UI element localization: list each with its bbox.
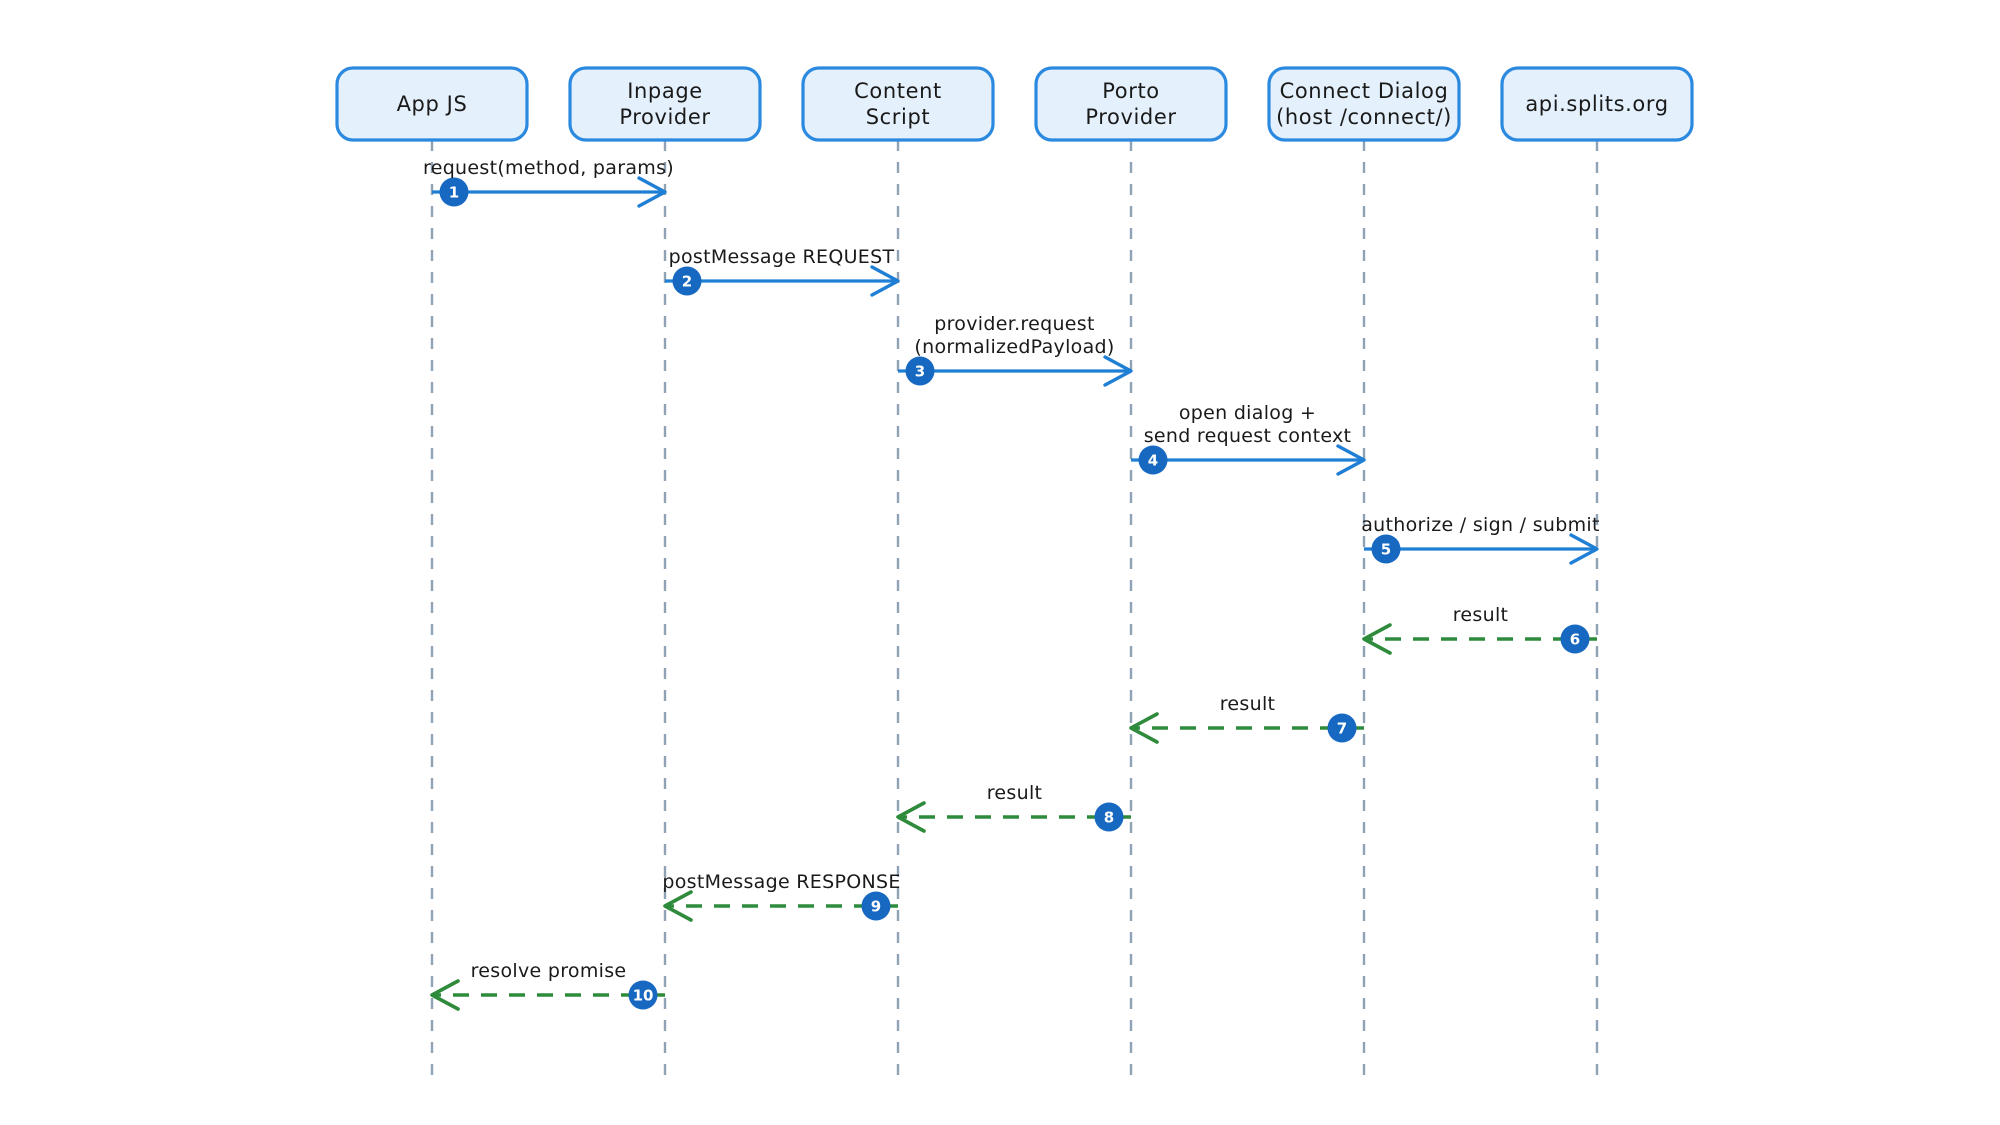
message-badge-number-6: 6	[1570, 631, 1580, 649]
message-badge-number-2: 2	[682, 273, 692, 291]
message-badge-8	[1094, 802, 1124, 832]
message-4[interactable]: 4 open dialog +send request context	[1131, 402, 1366, 476]
arrowhead-9	[663, 890, 693, 922]
message-badge-number-10: 10	[633, 987, 654, 1005]
participant-label-api: api.splits.org	[1525, 92, 1668, 116]
arrowhead-8	[896, 801, 926, 833]
message-2[interactable]: 2 postMessage REQUEST	[665, 246, 900, 297]
participant-box-dialog	[1267, 66, 1461, 142]
participant-label-content: Script	[866, 105, 931, 129]
arrowhead-5	[1569, 533, 1599, 565]
arrowhead-2	[870, 265, 900, 297]
participants-layer: App JSInpageProviderContentScriptPortoPr…	[335, 66, 1694, 142]
participant-box-content	[801, 66, 995, 142]
message-badge-number-7: 7	[1337, 720, 1347, 738]
participant-box-api	[1500, 66, 1694, 142]
arrowhead-3	[1103, 355, 1133, 387]
message-badge-9	[861, 891, 891, 921]
message-badge-number-5: 5	[1381, 541, 1391, 559]
participant-label-porto: Provider	[1085, 105, 1176, 129]
message-9[interactable]: 9 postMessage RESPONSE	[662, 871, 900, 922]
message-badge-2	[672, 266, 702, 296]
message-label-7: result	[1220, 693, 1276, 715]
arrowhead-10	[430, 979, 460, 1011]
participant-label-porto: Porto	[1102, 79, 1159, 103]
participant-dialog[interactable]: Connect Dialog(host /connect/)	[1267, 66, 1461, 142]
message-label-8: result	[987, 782, 1043, 804]
message-label-2: postMessage REQUEST	[669, 246, 895, 268]
message-badge-1	[439, 177, 469, 207]
message-5[interactable]: 5 authorize / sign / submit	[1361, 514, 1600, 565]
message-badge-number-4: 4	[1148, 452, 1158, 470]
message-badge-number-1: 1	[449, 184, 459, 202]
participant-box-inpage	[568, 66, 762, 142]
message-badge-7	[1327, 713, 1357, 743]
message-3[interactable]: 3 provider.request(normalizedPayload)	[898, 313, 1133, 387]
message-6[interactable]: 6 result	[1362, 604, 1597, 655]
message-badge-number-3: 3	[915, 363, 925, 381]
participant-label-dialog: (host /connect/)	[1276, 105, 1452, 129]
arrowhead-7	[1129, 712, 1159, 744]
participant-box-app	[335, 66, 529, 142]
lifelines-layer	[430, 140, 1599, 1075]
participant-box-porto	[1034, 66, 1228, 142]
message-label-10: resolve promise	[471, 960, 627, 982]
message-label-6: result	[1453, 604, 1509, 626]
message-badge-5	[1371, 534, 1401, 564]
message-label-3: provider.request	[934, 313, 1094, 335]
message-badge-4	[1138, 445, 1168, 475]
message-label-4: open dialog +	[1179, 402, 1316, 424]
message-label-1: request(method, params)	[423, 157, 674, 179]
participant-app[interactable]: App JS	[335, 66, 529, 142]
message-badge-6	[1560, 624, 1590, 654]
message-badge-10	[628, 980, 658, 1010]
participant-label-content: Content	[854, 79, 942, 103]
message-8[interactable]: 8 result	[896, 782, 1131, 833]
message-badge-3	[905, 356, 935, 386]
participant-label-app: App JS	[397, 92, 468, 116]
messages-layer: 1 request(method, params) 2 postMessage REQ…	[423, 157, 1600, 1011]
message-1[interactable]: 1 request(method, params)	[423, 157, 674, 208]
message-label-3: (normalizedPayload)	[914, 336, 1114, 358]
participant-label-inpage: Inpage	[627, 79, 703, 103]
participant-label-dialog: Connect Dialog	[1280, 79, 1449, 103]
message-10[interactable]: 10 resolve promise	[430, 960, 665, 1011]
message-badge-number-9: 9	[871, 898, 881, 916]
message-label-4: send request context	[1144, 425, 1352, 447]
arrowhead-1	[637, 176, 667, 208]
participant-api[interactable]: api.splits.org	[1500, 66, 1694, 142]
message-label-9: postMessage RESPONSE	[662, 871, 900, 893]
arrowhead-6	[1362, 623, 1392, 655]
participant-label-inpage: Provider	[619, 105, 710, 129]
arrowhead-4	[1336, 444, 1366, 476]
message-badge-number-8: 8	[1104, 809, 1114, 827]
message-label-5: authorize / sign / submit	[1361, 514, 1600, 536]
message-7[interactable]: 7 result	[1129, 693, 1364, 744]
